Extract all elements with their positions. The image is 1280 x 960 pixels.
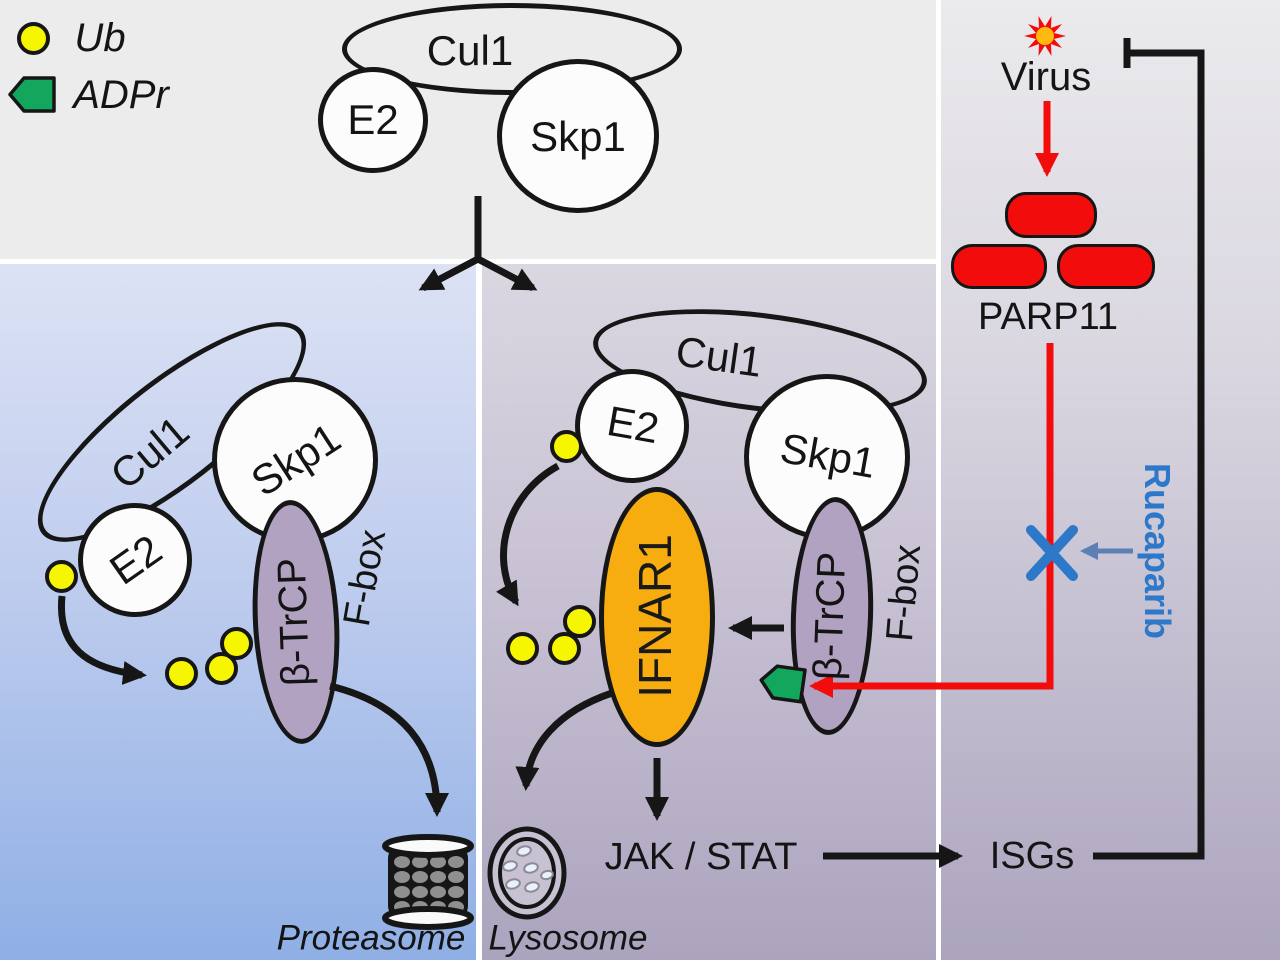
skp1-circle-top <box>497 59 659 213</box>
btrcp-label-middle: β-TrCP <box>805 551 855 681</box>
ub-icon <box>165 657 198 690</box>
legend-adpr-label: ADPr <box>73 73 169 117</box>
ifnar1-label: IFNAR1 <box>629 534 681 698</box>
legend-ub-label: Ub <box>74 16 126 60</box>
ub-legend-icon <box>17 22 50 55</box>
parp11-subunit-right <box>1057 244 1155 289</box>
ub-icon <box>506 632 539 665</box>
e2-label-middle: E2 <box>603 396 663 453</box>
jak-stat-label: JAK / STAT <box>604 836 798 878</box>
skp1-label-top: Skp1 <box>530 113 626 160</box>
rucaparib-label: Rucaparib <box>1137 462 1178 640</box>
fbox-label-middle: F-box <box>878 542 930 644</box>
ub-icon <box>45 560 78 593</box>
cul1-label-top: Cul1 <box>426 27 514 74</box>
ub-icon <box>548 632 581 665</box>
parp11-label: PARP11 <box>977 296 1119 338</box>
right-virus-panel <box>941 0 1280 960</box>
proteasome-label: Proteasome <box>276 918 466 958</box>
ub-icon <box>563 605 596 638</box>
ub-icon <box>550 430 583 463</box>
e2-circle-top <box>318 67 428 173</box>
virus-label: Virus <box>1000 55 1092 99</box>
e2-label-top: E2 <box>347 96 399 143</box>
cul1-label-middle: Cul1 <box>673 327 766 386</box>
isgs-label: ISGs <box>989 835 1075 877</box>
parp11-subunit-top <box>1005 192 1097 238</box>
parp11-subunit-left <box>951 244 1047 289</box>
lysosome-label: Lysosome <box>488 918 648 958</box>
e2-circle-middle <box>575 369 689 483</box>
ub-icon <box>220 627 253 660</box>
btrcp-label-left: β-TrCP <box>269 557 319 687</box>
ifnar1-ellipse <box>599 487 715 747</box>
